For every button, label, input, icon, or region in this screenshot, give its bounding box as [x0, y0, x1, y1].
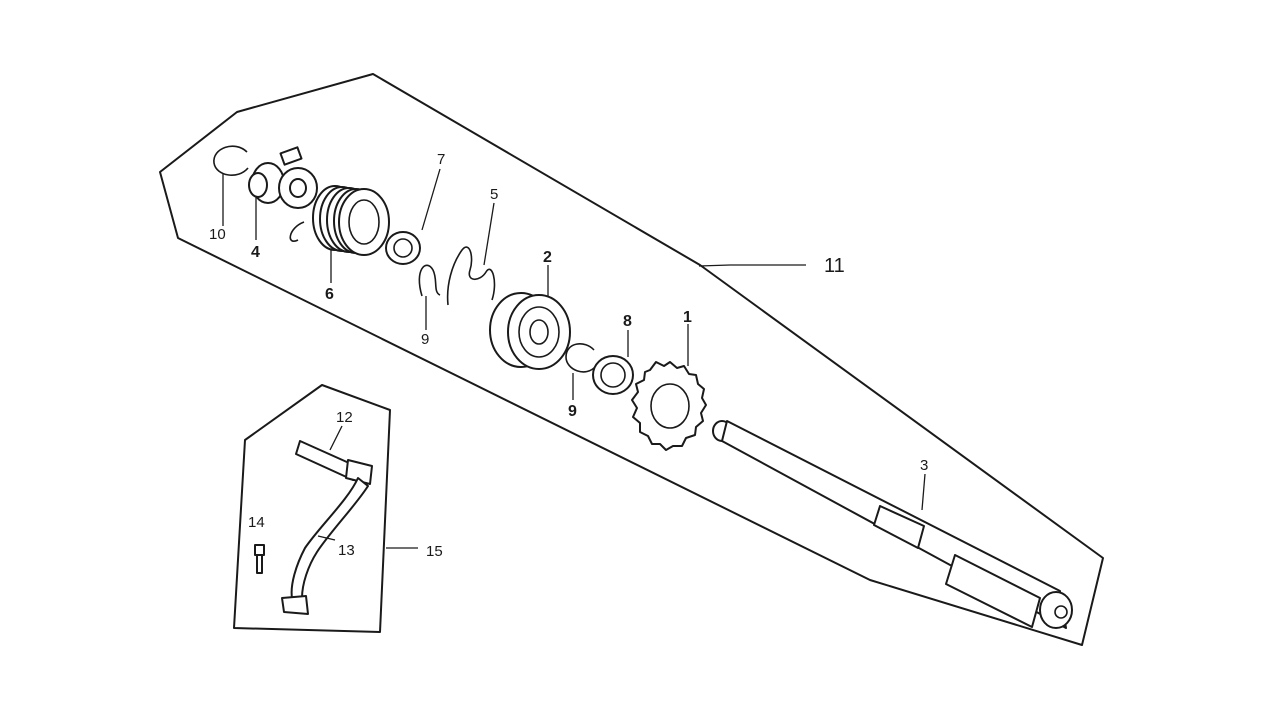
callout-8: 8	[623, 313, 632, 330]
kick-lever-assembly-outline	[233, 384, 391, 633]
callout-5: 5	[490, 186, 498, 203]
washer-part-8	[592, 355, 634, 395]
ratchet-part-2	[489, 292, 571, 370]
ratchet-spring-part-5	[446, 246, 496, 306]
collar-part-4	[248, 146, 318, 209]
callout-3: 3	[920, 457, 928, 474]
callout-7: 7	[437, 151, 445, 168]
callout-13: 13	[338, 542, 355, 559]
starter-gear-part-1	[631, 361, 707, 451]
kick-lever-part-13	[281, 477, 369, 615]
callout-12: 12	[336, 409, 353, 426]
callout-1: 1	[683, 309, 692, 326]
callout-6: 6	[325, 286, 334, 303]
spring-clip-part-9-upper	[418, 264, 441, 297]
spindle-part-3	[712, 420, 1073, 629]
callout-2: 2	[543, 249, 552, 266]
callout-9-upper: 9	[421, 331, 429, 348]
bolt-part-12	[295, 440, 373, 485]
circlip-part-9-lower	[565, 343, 597, 373]
washer-part-7	[385, 231, 421, 265]
callout-14: 14	[248, 514, 265, 531]
callout-9-lower: 9	[568, 403, 577, 420]
spring-part-6	[289, 185, 390, 256]
bolt-part-14	[254, 544, 265, 574]
callout-15: 15	[426, 543, 443, 560]
callout-4: 4	[251, 244, 260, 261]
circlip-part-10	[213, 145, 249, 176]
leader-lines	[222, 168, 926, 549]
kick-starter-assembly-outline	[159, 73, 1104, 646]
callout-10: 10	[209, 226, 226, 243]
callout-11: 11	[824, 255, 845, 277]
